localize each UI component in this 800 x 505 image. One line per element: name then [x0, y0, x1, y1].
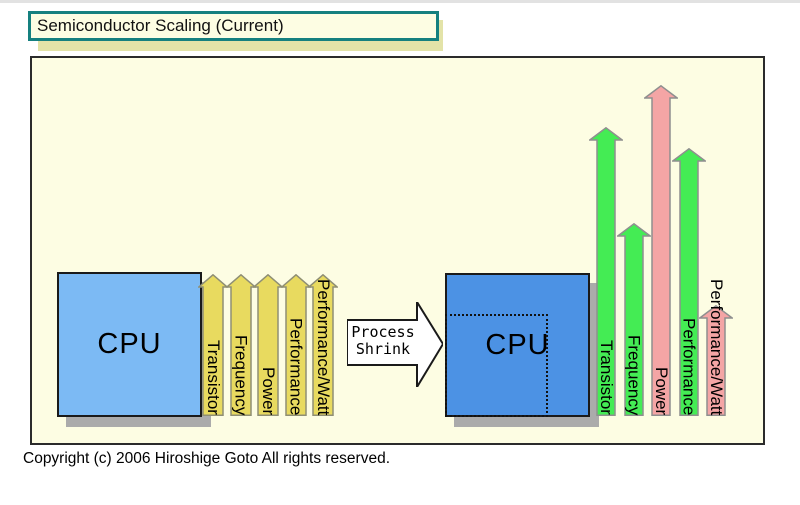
left-cpu-label: CPU	[97, 328, 162, 360]
shrunk-die-dotted-outline	[445, 314, 548, 417]
arrow-label-performance-before: Performance	[286, 317, 306, 415]
arrow-frequency-after-shape	[616, 223, 651, 416]
arrow-label-frequency-after: Frequency	[624, 334, 644, 415]
left-cpu-box: CPU	[57, 272, 202, 417]
slide-title: Semiconductor Scaling (Current)	[37, 16, 284, 35]
arrow-performance-watt-before	[308, 274, 338, 416]
process-shrink-arrow	[347, 302, 443, 387]
diagram-canvas: CPU CPU Process Shrink Transistor Frequen…	[30, 56, 765, 445]
copyright-text: Copyright (c) 2006 Hiroshige Goto All ri…	[23, 450, 390, 467]
right-cpu-label: CPU	[485, 328, 550, 361]
arrow-label-transistor-before: Transistor	[204, 340, 223, 415]
arrow-label-frequency-before: Frequency	[231, 334, 251, 415]
arrow-label-power-before: Power	[259, 366, 278, 415]
right-cpu-box: CPU	[445, 273, 590, 417]
process-shrink-label: Process Shrink	[347, 324, 419, 358]
arrow-label-power-after: Power	[652, 366, 671, 415]
arrow-performance-after	[671, 148, 706, 416]
arrow-label-performance-after: Performance	[679, 317, 699, 415]
arrow-frequency-after	[616, 223, 651, 416]
arrow-performance-watt-after	[699, 305, 733, 416]
process-shrink-arrow-shape	[347, 302, 443, 387]
arrow-power-after-shape	[644, 85, 678, 416]
arrow-label-transistor-after: Transistor	[597, 340, 616, 415]
arrow-performance-watt-after-shape	[699, 305, 733, 416]
arrow-transistor-after	[589, 127, 623, 416]
process-shrink-line2: Shrink	[355, 340, 411, 358]
process-shrink-line1: Process	[351, 323, 415, 341]
arrow-power-after	[644, 85, 678, 416]
arrow-label-performance-watt-before: Performance/Watt	[314, 278, 333, 415]
arrow-performance-watt-before-shape	[308, 274, 338, 416]
window-top-strip	[0, 0, 800, 3]
title-box: Semiconductor Scaling (Current)	[28, 11, 439, 41]
arrow-performance-after-shape	[671, 148, 706, 416]
arrow-label-performance-watt-after: Performance/Watt	[707, 278, 726, 415]
arrow-transistor-after-shape	[589, 127, 623, 416]
